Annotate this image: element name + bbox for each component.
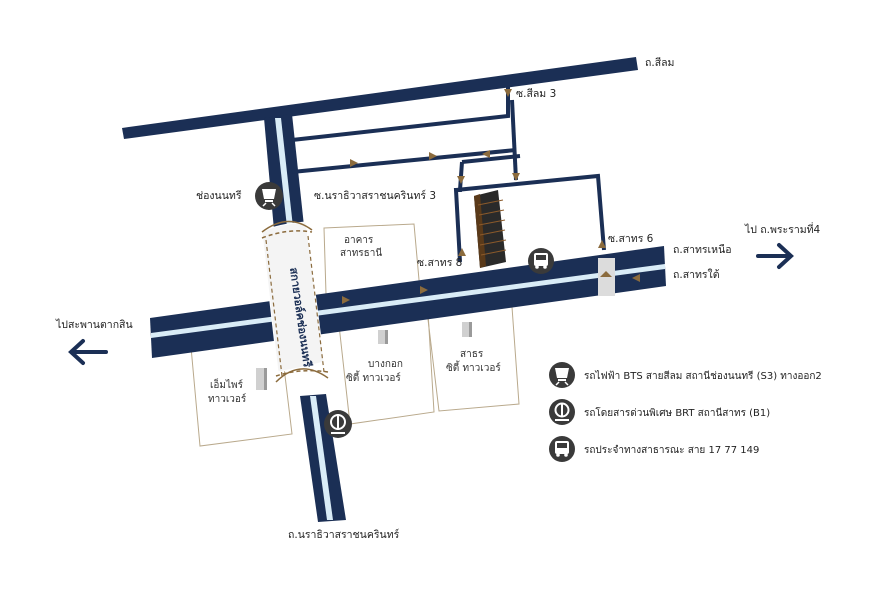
label-to-taksin: ไปสะพานตากสิน [55,318,133,331]
legend-brt-item: รถโดยสารด่วนพิเศษ BRT สถานีสาทร (B1) [549,399,770,425]
label-soi-sathorn-8: ซ.สาทร 8 [417,257,462,269]
arrow-left-icon [68,339,108,365]
label-sathorn-thani-2: สาทรธานี [340,247,382,259]
label-sathorn-city-2: ซิตี้ ทาวเวอร์ [446,360,501,374]
legend-bus-item: รถประจำทางสาธารณะ สาย 17 77 149 [549,436,759,462]
cube-bangkok-city [378,330,387,344]
label-soi-narathiwat-3: ซ.นราธิวาสราชนครินทร์ 3 [314,189,436,202]
label-empire-2: ทาวเวอร์ [208,393,247,405]
label-narathiwat-road: ถ.นราธิวาสราชนครินทร์ [288,528,400,541]
label-sathorn-thani-1: อาคาร [344,235,374,246]
brt-station-icon [324,410,352,438]
skywalk: สกายวอล์คช่องนนทรี [261,220,329,383]
soi-loop-link [461,154,521,164]
label-soi-sathorn-6: ซ.สาทร 6 [608,233,654,245]
road-direction-arrows [342,89,640,304]
silom-road [122,57,638,139]
label-to-rama4: ไป ถ.พระรามที่4 [744,222,821,236]
label-sathorn-city-1: สาธร [460,349,484,360]
label-sathorn-tai: ถ.สาทรใต้ [673,268,720,281]
cube-sathorn-city [462,322,471,337]
bts-station-icon [255,182,283,210]
label-chong-nonsi: ช่องนนทรี [196,189,242,202]
label-sathorn-nuea: ถ.สาทรเหนือ [673,243,732,256]
building-cubes [256,322,472,390]
label-soi-silom-3: ซ.สีลม 3 [516,87,556,100]
legend-brt-text: รถโดยสารด่วนพิเศษ BRT สถานีสาทร (B1) [584,406,770,419]
bus-stop-icon [528,248,554,274]
label-silom-road: ถ.สีลม [645,56,674,69]
legend-bts-text: รถไฟฟ้า BTS สายสีลม สถานีช่องนนทรี (S3) … [584,370,822,382]
cube-empire [256,368,266,390]
soi-silom-3-down [510,99,518,181]
bus-icon [549,436,575,462]
arrow-right-icon [756,243,794,269]
brt-bus-icon [549,399,575,425]
soi-loop-top [455,173,606,251]
legend: รถไฟฟ้า BTS สายสีลม สถานีช่องนนทรี (S3) … [549,362,822,462]
label-bangkok-city-2: ซิตี้ ทาวเวอร์ [346,370,401,384]
legend-bts-item: รถไฟฟ้า BTS สายสีลม สถานีช่องนนทรี (S3) … [549,362,822,388]
sathorn-road [150,246,666,358]
target-building [474,190,507,268]
soi-narathiwat-3 [291,148,517,174]
narathiwat-road-lower [300,394,346,522]
bts-train-icon [549,362,575,388]
label-empire-1: เอ็มไพร์ [210,377,244,391]
legend-bus-text: รถประจำทางสาธารณะ สาย 17 77 149 [584,445,759,456]
label-bangkok-city-1: บางกอก [368,359,403,370]
